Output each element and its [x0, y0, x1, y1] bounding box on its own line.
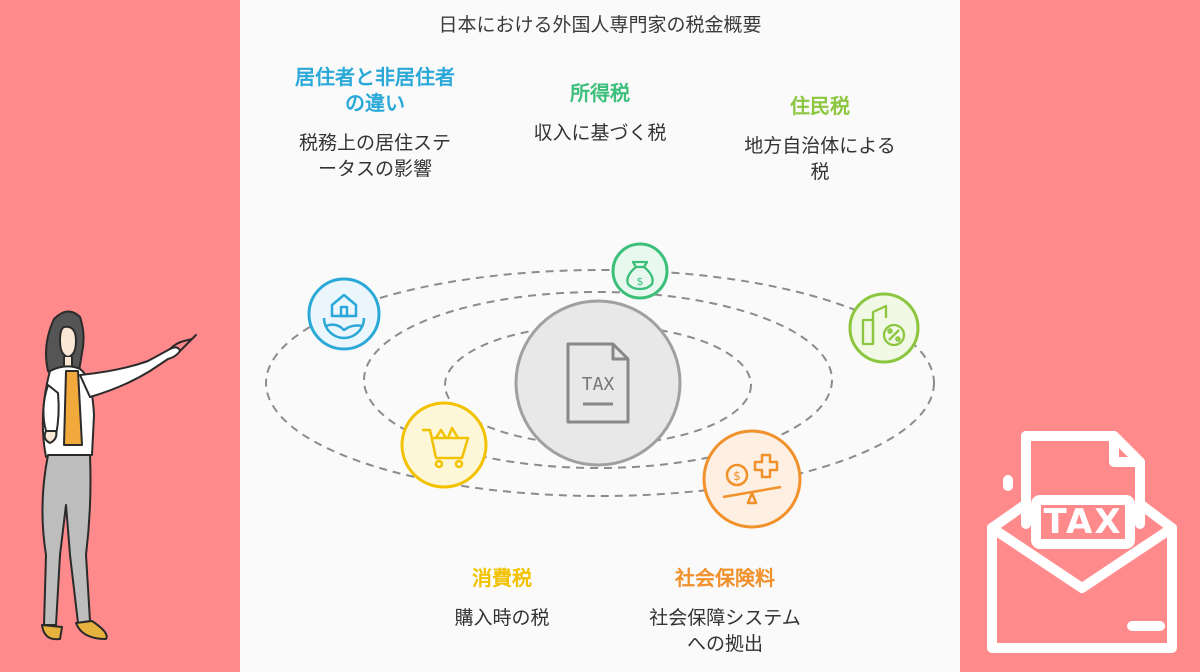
consumption-label: 消費税 購入時の税 — [402, 565, 602, 631]
center-tax-label: TAX — [582, 374, 615, 395]
social-insurance-heading: 社会保険料 — [675, 566, 775, 590]
consumption-node — [400, 401, 488, 489]
shopping-cart-icon — [422, 426, 470, 469]
social-insurance-description-line1: 社会保障システム — [649, 607, 801, 629]
income-label: 所得税 収入に基づく税 — [500, 80, 700, 146]
resident-tax-heading: 住民税 — [790, 94, 850, 118]
income-description: 収入に基づく税 — [533, 122, 667, 144]
globe-house-icon — [322, 293, 366, 340]
residency-heading: 居住者と非居住者 の違い — [280, 64, 470, 116]
outer-orbit — [265, 269, 935, 497]
residency-node — [307, 277, 381, 351]
social-insurance-description: 社会保障システム への拠出 — [620, 605, 830, 657]
residency-description-line1: 税務上の居住ステ — [298, 132, 451, 154]
svg-text:$: $ — [733, 469, 741, 483]
resident-tax-description-line1: 地方自治体による — [744, 135, 896, 157]
residency-heading-line2: の違い — [345, 91, 405, 115]
city-percent-icon — [861, 304, 906, 347]
consumption-description: 購入時の税 — [454, 607, 550, 629]
page-title: 日本における外国人専門家の税金概要 — [438, 14, 762, 36]
residency-heading-line1: 居住者と非居住者 — [295, 65, 455, 89]
svg-text:$: $ — [637, 275, 644, 288]
presenter-woman-illustration — [41, 310, 197, 641]
income-heading: 所得税 — [570, 81, 630, 105]
residency-label: 居住者と非居住者 の違い 税務上の居住ステ ータスの影響 — [280, 64, 470, 182]
social-insurance-label: 社会保険料 社会保障システム への拠出 — [620, 565, 830, 657]
social-insurance-description-line2: への拠出 — [686, 633, 763, 655]
resident-tax-description: 地方自治体による 税 — [720, 133, 920, 185]
social-insurance-node: $ — [702, 429, 802, 529]
orbit-diagram: TAX $ — [265, 242, 935, 529]
consumption-heading: 消費税 — [472, 566, 532, 590]
residency-description-line2: ータスの影響 — [317, 158, 432, 180]
money-bag-icon: $ — [626, 260, 654, 291]
insurance-scale-icon — [722, 453, 782, 505]
middle-orbit — [363, 291, 833, 469]
envelope-tax-text: TAX — [1043, 502, 1122, 542]
residency-description: 税務上の居住ステ ータスの影響 — [280, 130, 470, 182]
infographic-panel: 日本における外国人専門家の税金概要 TAX — [240, 0, 960, 672]
resident-tax-label: 住民税 地方自治体による 税 — [720, 93, 920, 185]
tax-document-icon — [566, 342, 630, 424]
income-node: $ — [611, 242, 669, 300]
center-tax-node: TAX — [514, 299, 682, 467]
resident-tax-node — [848, 292, 920, 364]
tax-envelope-icon: TAX — [987, 431, 1177, 653]
resident-tax-description-line2: 税 — [810, 161, 830, 183]
